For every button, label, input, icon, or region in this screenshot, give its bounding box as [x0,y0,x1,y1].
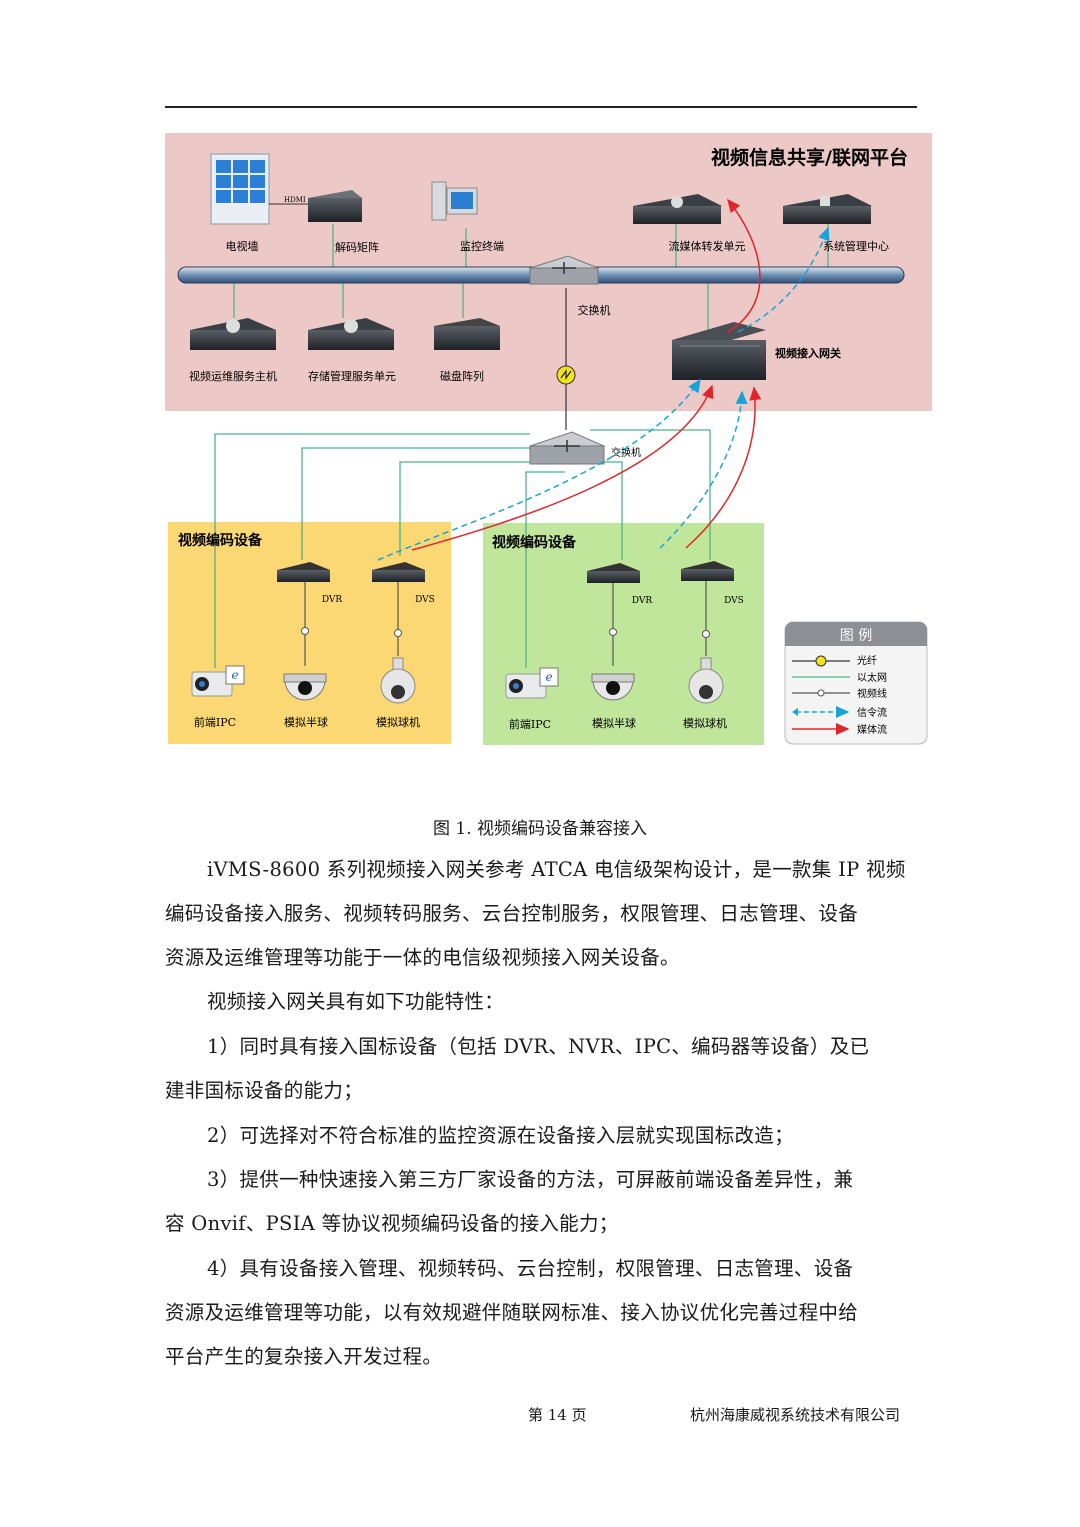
svg-text:以太网: 以太网 [857,671,887,684]
svg-text:系统管理中心: 系统管理中心 [823,239,889,253]
network-diagram: 视频信息共享/联网平台 HDMI 电视墙 解码矩阵 监控终端 流媒体转发单元 [165,133,932,745]
svg-text:DVS: DVS [724,596,744,606]
item-2: 2）可选择对不符合标准的监控资源在设备接入层就实现国标改造； [207,1124,794,1147]
svg-text:光纤: 光纤 [857,654,877,667]
right-dvr [587,563,640,583]
right-zone [483,523,764,745]
item-4-line-1: 4）具有设备接入管理、视频转码、云台控制，权限管理、日志管理、设备 [207,1257,854,1280]
figure-caption: 图 1. 视频编码设备兼容接入 [432,819,648,839]
svg-text:解码矩阵: 解码矩阵 [335,240,379,254]
svg-text:磁盘阵列: 磁盘阵列 [440,369,484,383]
svg-text:视频编码设备: 视频编码设备 [178,532,263,549]
svg-text:视频接入网关: 视频接入网关 [775,346,841,360]
item-1-line-2: 建非国标设备的能力； [165,1079,364,1102]
svg-text:流媒体转发单元: 流媒体转发单元 [669,239,746,253]
svg-text:e: e [545,670,552,684]
svg-text:视频编码设备: 视频编码设备 [492,534,577,551]
svg-text:视频线: 视频线 [857,687,887,700]
page-number: 第 14 页 [528,1406,587,1424]
svg-text:交换机: 交换机 [611,446,641,459]
svg-text:监控终端: 监控终端 [460,239,504,253]
header-rule [165,106,917,108]
item-4-line-2: 资源及运维管理等功能，以有效规避伴随联网标准、接入协议优化完善过程中给 [165,1301,859,1324]
platform-title: 视频信息共享/联网平台 [711,146,908,169]
svg-text:交换机: 交换机 [578,303,611,317]
item-3-line-1: 3）提供一种快速接入第三方厂家设备的方法，可屏蔽前端设备差异性，兼 [207,1168,854,1191]
left-dvr [277,562,330,582]
company-name: 杭州海康威视系统技术有限公司 [690,1406,901,1424]
svg-text:电视墙: 电视墙 [226,239,259,253]
svg-text:DVR: DVR [322,595,343,605]
svg-text:视频运维服务主机: 视频运维服务主机 [189,369,277,383]
svg-text:媒体流: 媒体流 [857,723,887,736]
svg-text:模拟球机: 模拟球机 [683,716,727,730]
left-dvs [372,562,425,582]
left-zone [168,522,451,744]
para-1-line-1: iVMS-8600 系列视频接入网关参考 ATCA 电信级架构设计，是一款集 I… [207,858,906,881]
svg-text:DVR: DVR [632,596,653,606]
svg-text:信令流: 信令流 [857,706,887,719]
right-dvs [681,561,734,581]
para-1-line-3: 资源及运维管理等功能于一体的电信级视频接入网关设备。 [165,946,680,969]
item-1-line-1: 1）同时具有接入国标设备（包括 DVR、NVR、IPC、编码器等设备）及已 [207,1035,870,1058]
item-4-line-3: 平台产生的复杂接入开发过程。 [165,1345,443,1368]
item-3-line-2: 容 Onvif、PSIA 等协议视频编码设备的接入能力； [165,1212,619,1235]
svg-text:HDMI: HDMI [284,196,306,204]
svg-text:模拟球机: 模拟球机 [376,715,420,729]
svg-text:DVS: DVS [415,595,435,605]
svg-text:前端IPC: 前端IPC [509,717,551,731]
ethernet-lines [214,222,829,668]
para-2: 视频接入网关具有如下功能特性： [207,990,505,1013]
svg-text:存储管理服务单元: 存储管理服务单元 [308,369,396,383]
svg-text:前端IPC: 前端IPC [194,715,236,729]
svg-text:e: e [231,668,238,682]
svg-text:图 例: 图 例 [840,628,872,644]
svg-text:模拟半球: 模拟半球 [284,715,328,729]
svg-text:模拟半球: 模拟半球 [592,716,636,730]
para-1-line-2: 编码设备接入服务、视频转码服务、云台控制服务，权限管理、日志管理、设备 [165,902,859,925]
